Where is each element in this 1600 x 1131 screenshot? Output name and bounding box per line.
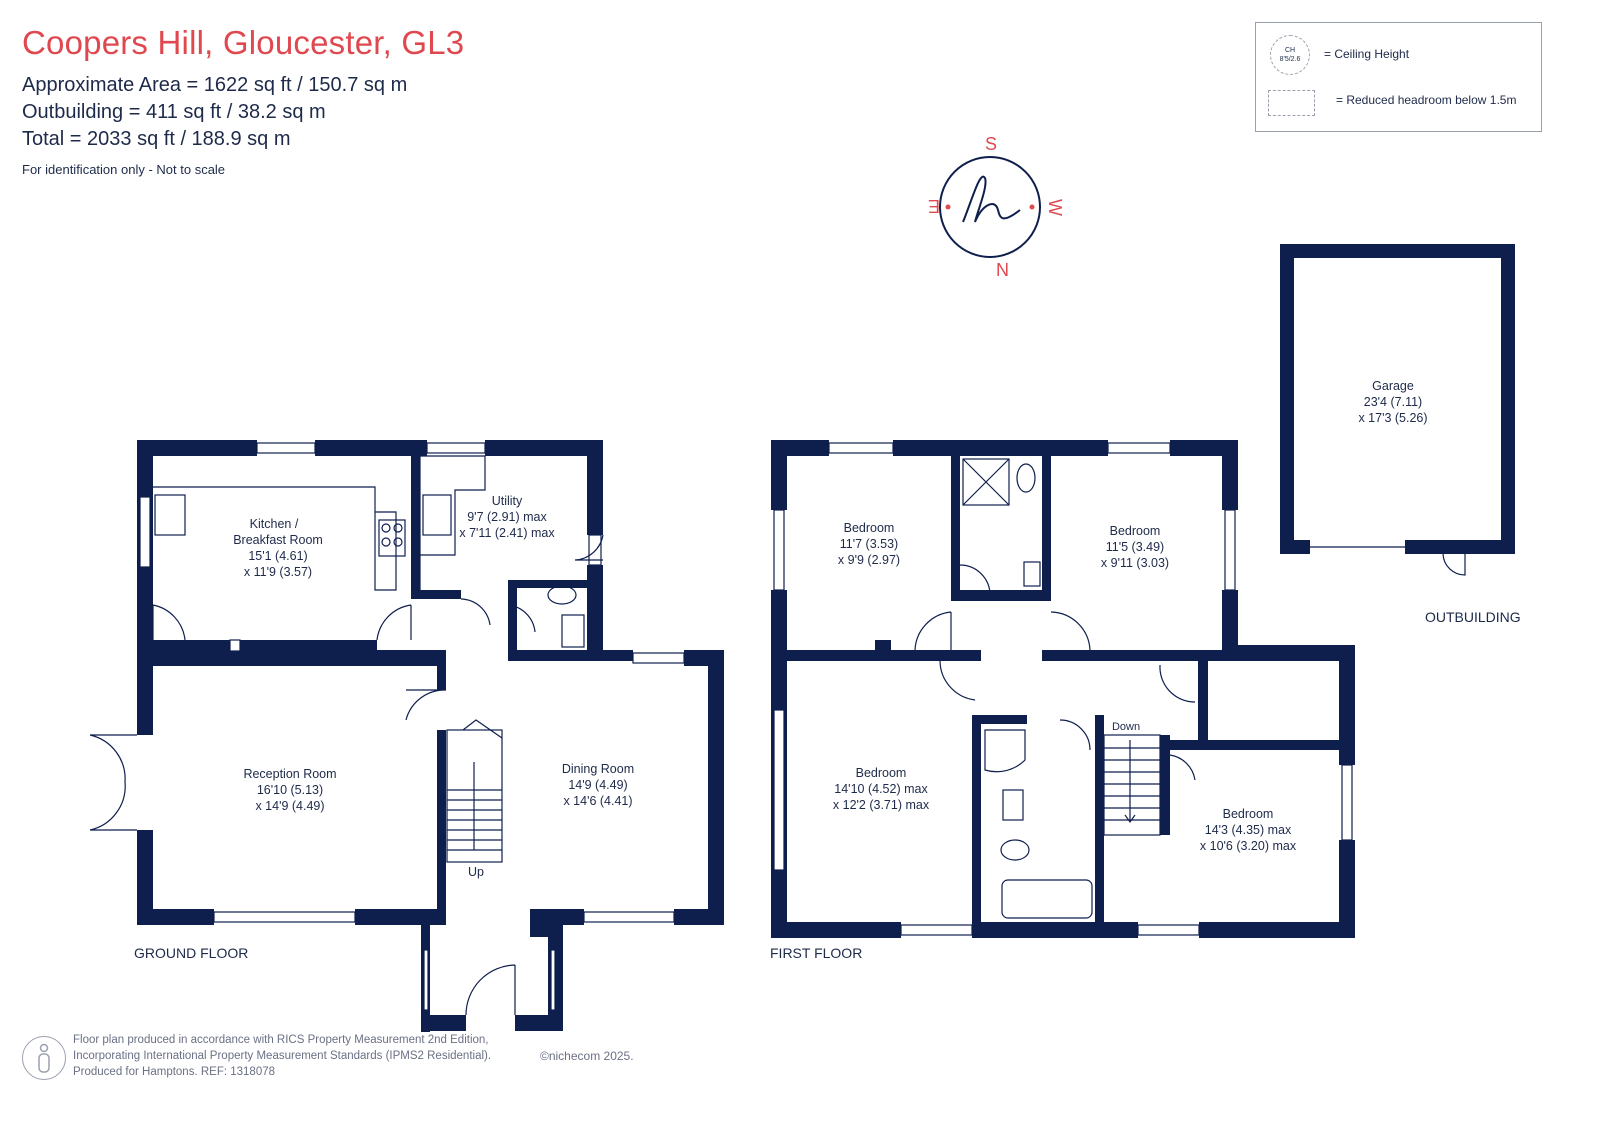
first-floor-plan (771, 440, 1355, 938)
first-floor-fixtures (773, 442, 1353, 936)
stairs-up-label: Up (468, 865, 484, 879)
first-floor-label: FIRST FLOOR (770, 945, 862, 961)
compass-logo-icon (962, 175, 1021, 223)
bedroom-b-dim-2: x 9'11 (3.03) (1101, 556, 1169, 570)
ceiling-height-icon-line1: CH (1284, 47, 1296, 54)
garage-dim-2: x 17'3 (5.26) (1358, 411, 1427, 425)
dining-dim-1: 14'9 (4.49) (568, 778, 627, 792)
footer-line-1: Floor plan produced in accordance with R… (73, 1034, 489, 1046)
reception-dim-1: 16'10 (5.13) (257, 783, 323, 797)
compass-right: W (1045, 199, 1065, 216)
kitchen-dim-1: 15'1 (4.61) (248, 549, 307, 563)
compass-left: E (928, 196, 940, 216)
outbuilding-label: OUTBUILDING (1425, 609, 1521, 625)
garage-name: Garage (1372, 379, 1414, 393)
kitchen-name-1: Kitchen / (250, 517, 299, 531)
bedroom-d-dim-1: 14'3 (4.35) max (1205, 823, 1292, 837)
bedroom-d-name: Bedroom (1223, 807, 1274, 821)
ceiling-height-icon-line2: 8'5/2.6 (1279, 56, 1301, 63)
garage-door (1310, 546, 1466, 576)
outbuilding-area: Outbuilding = 411 sq ft / 38.2 sq m (22, 101, 326, 123)
ceiling-height-label: = Ceiling Height (1324, 47, 1410, 61)
compass: S N E W (928, 134, 1065, 280)
footer-line-3: Produced for Hamptons. REF: 1318078 (73, 1066, 276, 1078)
compass-top: S (985, 134, 997, 154)
kitchen-dim-2: x 11'9 (3.57) (244, 565, 312, 579)
reception-dim-2: x 14'9 (4.49) (255, 799, 324, 813)
outbuilding-plan (1280, 244, 1515, 554)
dining-dim-2: x 14'6 (4.41) (563, 794, 632, 808)
legend: CH 8'5/2.6 = Ceiling Height = Reduced he… (1255, 22, 1542, 132)
bedroom-a-dim-2: x 9'9 (2.97) (838, 553, 900, 567)
utility-name: Utility (492, 494, 523, 508)
bedroom-c-name: Bedroom (856, 766, 907, 780)
first-floor-labels: Bedroom 11'7 (3.53) x 9'9 (2.97) Bedroom… (833, 521, 1297, 853)
footer-line-2: Incorporating International Property Mea… (73, 1050, 492, 1062)
page-title: Coopers Hill, Gloucester, GL3 (22, 24, 465, 61)
bedroom-b-dim-1: 11'5 (3.49) (1106, 540, 1164, 554)
bedroom-c-dim-1: 14'10 (4.52) max (834, 782, 928, 796)
ground-floor-fixtures (89, 442, 685, 1016)
bedroom-b-name: Bedroom (1110, 524, 1161, 538)
utility-dim-2: x 7'11 (2.41) max (459, 526, 555, 540)
outbuilding-labels: Garage 23'4 (7.11) x 17'3 (5.26) (1358, 379, 1427, 425)
reception-name: Reception Room (243, 767, 336, 781)
dining-name: Dining Room (562, 762, 634, 776)
bedroom-c-dim-2: x 12'2 (3.71) max (833, 798, 930, 812)
ceiling-height-icon: CH 8'5/2.6 (1270, 35, 1310, 75)
total-area: Total = 2033 sq ft / 188.9 sq m (22, 128, 291, 150)
scale-note: For identification only - Not to scale (22, 162, 226, 177)
ground-floor-label: GROUND FLOOR (134, 945, 248, 961)
person-info-icon (22, 1036, 66, 1080)
copyright: ©nichecom 2025. (540, 1049, 634, 1063)
reduced-headroom-label: = Reduced headroom below 1.5m (1336, 93, 1517, 107)
reduced-headroom-icon (1268, 90, 1315, 116)
compass-bottom: N (996, 260, 1009, 280)
bedroom-d-dim-2: x 10'6 (3.20) max (1200, 839, 1297, 853)
stairs-down-label: Down (1112, 721, 1140, 733)
ground-floor-plan (137, 440, 724, 1032)
utility-dim-1: 9'7 (2.91) max (467, 510, 547, 524)
garage-dim-1: 23'4 (7.11) (1364, 395, 1422, 409)
ground-floor-labels: Kitchen / Breakfast Room 15'1 (4.61) x 1… (233, 494, 634, 879)
bedroom-a-name: Bedroom (844, 521, 895, 535)
bedroom-a-dim-1: 11'7 (3.53) (840, 537, 898, 551)
kitchen-name-2: Breakfast Room (233, 533, 323, 547)
approximate-area: Approximate Area = 1622 sq ft / 150.7 sq… (22, 74, 408, 96)
